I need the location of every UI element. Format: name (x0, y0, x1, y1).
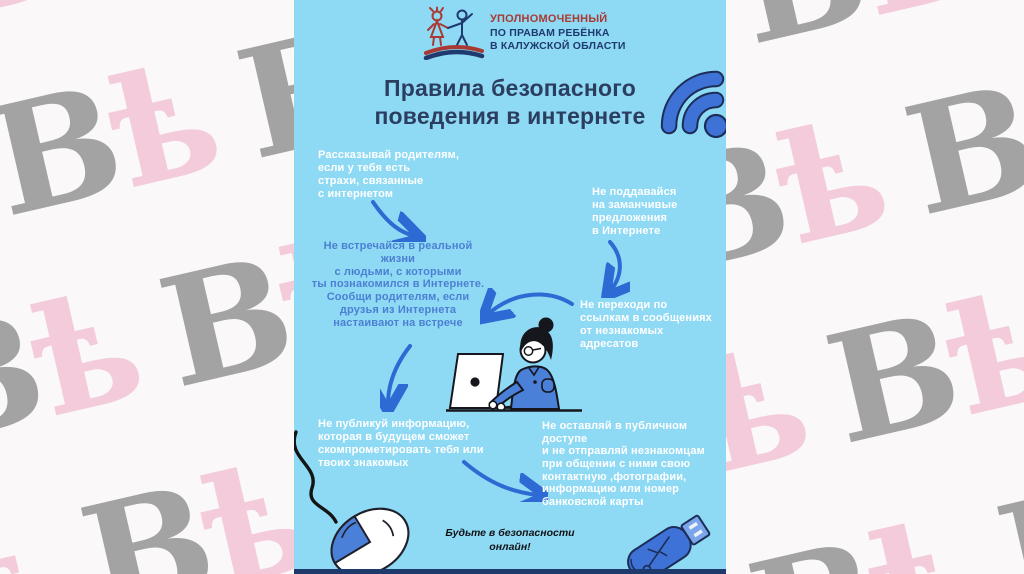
pattern-letter-b: В (891, 50, 1024, 251)
poster-bottom-bar (294, 569, 726, 574)
tip-no-tempting-offers: Не поддавайся на заманчивые предложения … (592, 186, 678, 237)
logo-line-children-rights: ПО ПРАВАМ РЕБЁНКА (490, 26, 610, 39)
pattern-tile: Вѣ (983, 440, 1024, 574)
usb-flash-drive-icon (627, 514, 711, 574)
internet-safety-poster: УПОЛНОМОЧЕННЫЙ ПО ПРАВАМ РЕБЁНКА В КАЛУЖ… (294, 0, 726, 574)
logo-line-commissioner: УПОЛНОМОЧЕННЫЙ (490, 13, 608, 25)
poster-title: Правила безопасного поведения в интернет… (374, 75, 646, 130)
pattern-tile: Вѣ (0, 0, 65, 68)
pattern-tile: Вѣ (0, 486, 79, 574)
logo-text-block: УПОЛНОМОЧЕННЫЙ ПО ПРАВАМ РЕБЁНКА В КАЛУЖ… (490, 12, 626, 54)
tip-no-real-meetings: Не встречайся в реальной жизни с людьми,… (311, 240, 485, 329)
pattern-tile: Вѣ (813, 256, 1024, 478)
person-at-laptop-illustration (446, 317, 582, 412)
pattern-tile: Вѣ (54, 0, 311, 23)
tip-no-unknown-links: Не переходи по ссылкам в сообщениях от н… (580, 299, 712, 350)
pattern-tile: Вѣ (969, 0, 1024, 22)
tip-no-private-data: Не оставляй в публичном доступе и не отп… (542, 420, 705, 508)
children-holding-hands-logo-icon (423, 6, 485, 60)
footer-slogan: Будьте в безопасности онлайн! (445, 527, 575, 554)
tip-no-compromising-info: Не публикуй информацию, которая в будуще… (318, 418, 484, 469)
pattern-tile: Вѣ (67, 429, 327, 574)
computer-mouse-icon (294, 430, 410, 574)
pattern-tile: Вѣ (720, 0, 980, 79)
curved-arrow-right-icon (462, 460, 548, 502)
wifi-icon (660, 70, 726, 138)
pattern-letter-b: В (720, 0, 883, 79)
pattern-letter-b: В (54, 0, 217, 23)
pattern-letter-yat: ѣ (853, 485, 995, 574)
curved-arrow-left-icon (480, 288, 574, 326)
pattern-letter-yat: ѣ (0, 486, 79, 574)
logo-line-region: В КАЛУЖСКОЙ ОБЛАСТИ (490, 40, 626, 53)
pattern-letter-yat: ѣ (0, 0, 65, 53)
pattern-tile: Вѣ (0, 29, 235, 251)
curved-arrow-down-right-icon (371, 200, 426, 242)
pattern-letter-b: В (983, 449, 1024, 574)
pattern-tile: Вѣ (735, 485, 995, 574)
curved-arrow-down-icon (380, 344, 412, 412)
pattern-tile: Вѣ (891, 28, 1024, 250)
curved-arrow-down-icon-right (596, 240, 630, 298)
tip-tell-parents: Рассказывай родителям, если у тебя есть … (318, 149, 460, 200)
pattern-tile: Вѣ (0, 257, 157, 479)
